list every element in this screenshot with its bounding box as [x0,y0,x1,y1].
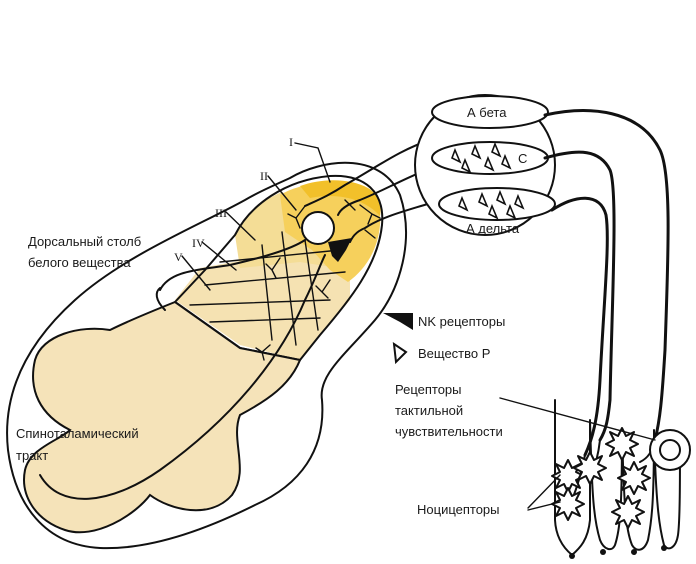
pointer-lamina-ii [267,175,297,211]
lamina-v-region [175,250,350,360]
lamina-i-region [300,180,381,216]
a-delta-label: А дельта [466,221,520,236]
legend-nk-icon [383,313,413,330]
tactile-receptor-inner [659,439,681,461]
pointer-lamina-i [294,142,331,183]
afferent-a-delta-root [349,199,441,243]
tactile-label-line1: Рецепторы [395,382,462,397]
dorsal-column-label-line2: белого вещества [28,255,131,270]
spinothalamic-label-line2: тракт [16,448,48,463]
a-beta-fiber-ellipse [431,95,549,129]
skin-tips [569,545,667,559]
dorsal-column-label-line1: Дорсальный столб [28,234,141,249]
lamina-grid [189,231,346,346]
nociceptor-stars [551,427,651,529]
substance-p-triangles-a-delta [457,189,525,220]
pointer-nociceptor-1 [527,474,561,509]
tactile-label-line2: тактильной [395,403,463,418]
dorsal-horn-outline [174,174,384,361]
white-matter-outline [6,161,407,550]
spinothalamic-label-line1: Спиноталамический [16,426,139,441]
peripheral-a-delta-fiber [550,196,609,457]
pointer-nociceptor-2 [527,501,561,511]
a-delta-fiber-ellipse [438,187,556,221]
afferent-a-beta-root [304,139,431,207]
gray-matter [23,300,302,534]
lamina-label-v: V [174,250,183,264]
peripheral-c-fiber [543,150,616,442]
pointer-lamina-iv [201,241,237,271]
substance-p-triangles-c [450,141,512,174]
tactile-label-line3: чувствительности [395,424,503,439]
pointer-tactile [499,397,656,441]
legend-nk-label: NK рецепторы [418,314,505,329]
a-beta-label: А бета [467,105,507,120]
nk-receptor-blob [328,238,352,262]
central-white-circle [301,211,335,245]
dorsal-column-outline-left [155,287,166,311]
peripheral-a-beta-fiber [543,109,670,442]
c-fiber-label: С [518,151,527,166]
lamina-label-iv: IV [192,236,205,250]
nociceptors-label: Ноцицепторы [417,502,500,517]
legend-substance-p-label: Вещество Р [418,346,490,361]
lamina-label-i: I [289,135,293,149]
lamina-label-iii: III [215,206,227,220]
spinothalamic-fiber [39,254,326,500]
pointer-lamina-v [181,255,211,291]
terminal-branches [255,199,381,361]
pointer-lamina-iii [225,211,256,241]
legend-substance-p-icon [392,341,408,365]
lamina-label-ii: II [260,169,268,183]
